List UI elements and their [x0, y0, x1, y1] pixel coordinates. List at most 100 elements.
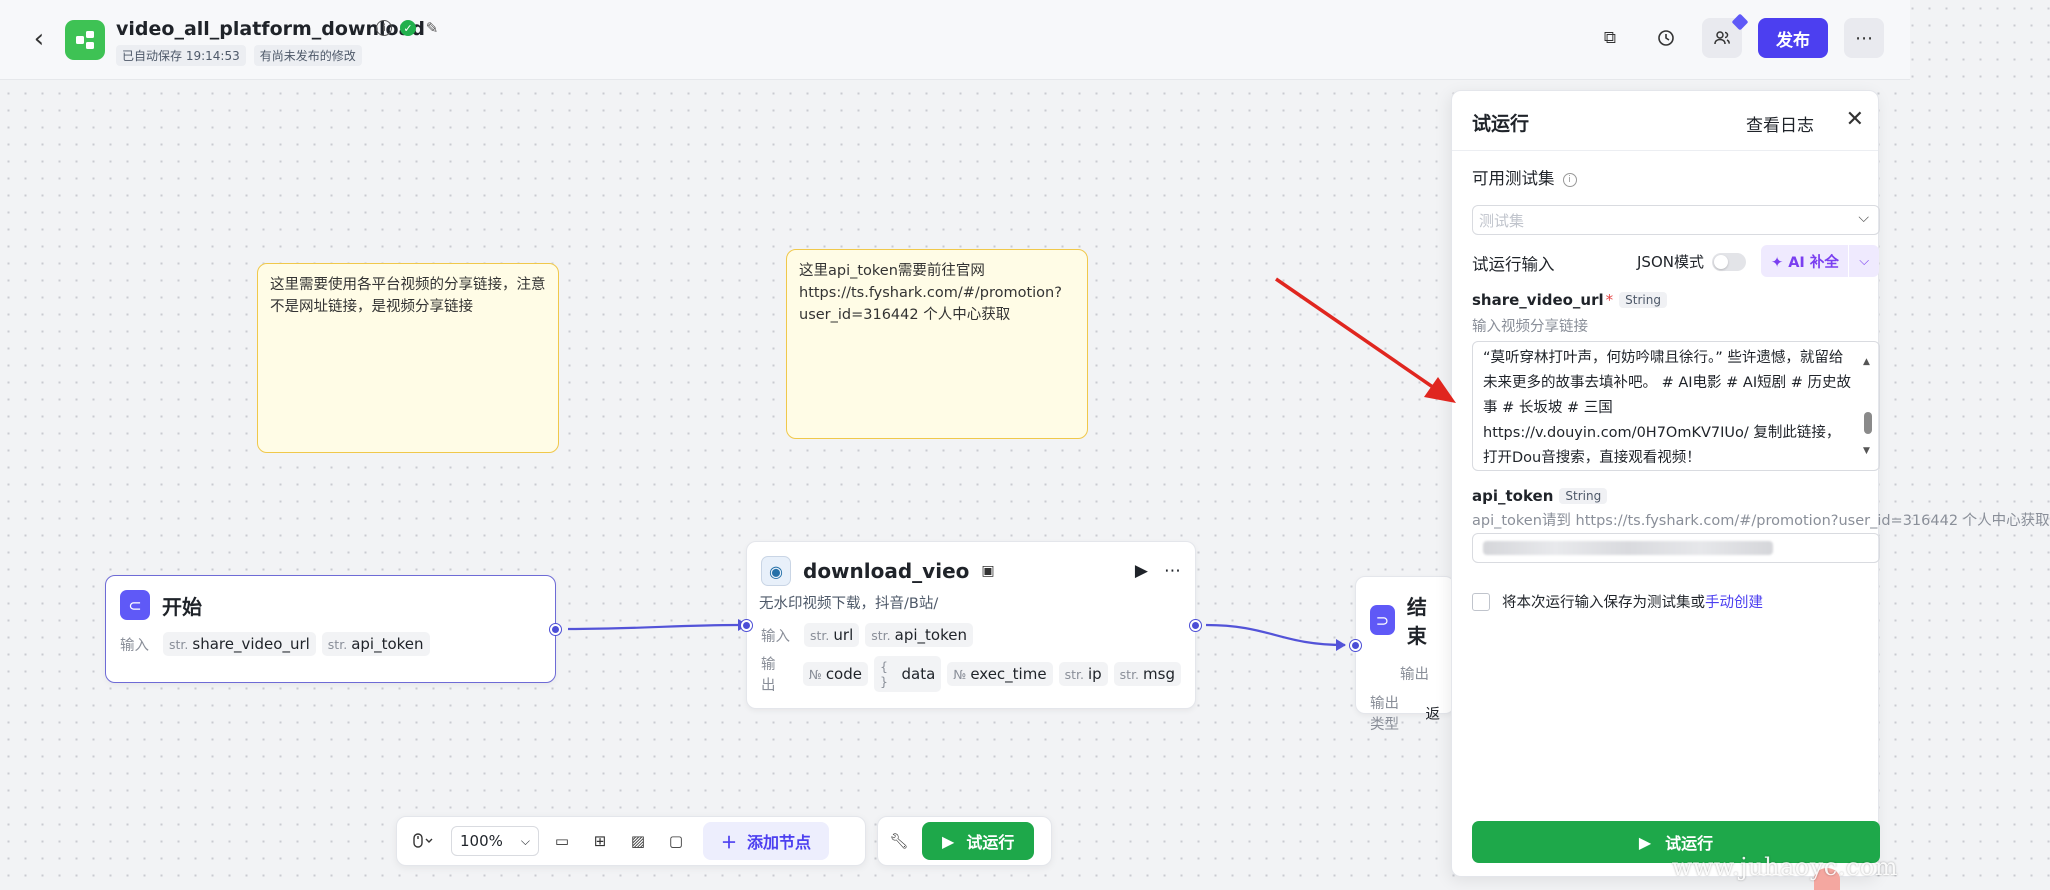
- input-param-tag: str.api_token: [865, 623, 973, 647]
- panel-title: 试运行: [1472, 113, 1530, 135]
- layout-grid-icon[interactable]: ⊞: [593, 832, 607, 850]
- plugin-icon: ◉: [761, 556, 791, 586]
- sparkle-icon: ✦: [1771, 254, 1789, 271]
- unpublished-badge: 有尚未发布的修改: [253, 45, 362, 66]
- testset-select[interactable]: 测试集 ⌵: [1472, 205, 1880, 235]
- testset-label: 可用测试集: [1472, 169, 1555, 188]
- minimap-icon[interactable]: ▨: [630, 832, 646, 850]
- diamond-badge-icon: [1731, 13, 1749, 31]
- robot-icon: ▣: [981, 563, 995, 579]
- input-param-tag: str.api_token: [321, 632, 430, 656]
- redacted-value: [1483, 541, 1773, 555]
- comment-icon[interactable]: ▭: [554, 832, 570, 850]
- edit-icon[interactable]: ✎: [425, 19, 439, 37]
- info-icon[interactable]: i: [376, 20, 392, 36]
- mouse-mode-icon[interactable]: [403, 826, 443, 856]
- info-icon[interactable]: i: [1562, 172, 1577, 187]
- more-icon[interactable]: ⋯: [1164, 561, 1181, 581]
- scroll-up-icon[interactable]: ▲: [1863, 357, 1870, 367]
- field-api-token: api_token String: [1472, 487, 1608, 505]
- edge-download-to-end: [1205, 623, 1346, 647]
- end-node[interactable]: ⊃ 结束 输出 输出类型 返: [1355, 576, 1455, 733]
- json-mode-toggle-row: JSON模式: [1637, 251, 1746, 272]
- run-toolbar: 🔧︎ ▶ 试运行: [877, 816, 1052, 866]
- save-testset-row: 将本次运行输入保存为测试集或手动创建: [1472, 591, 1763, 612]
- chevron-down-icon: ⌵: [520, 833, 530, 848]
- testset-section: 可用测试集 i: [1472, 165, 1577, 189]
- field-share-video-url: share_video_url* String: [1472, 291, 1667, 309]
- play-icon: ▶: [1638, 832, 1652, 852]
- check-circle-icon: ✓: [400, 20, 416, 36]
- field-desc: api_token请到 https://ts.fyshark.com/#/pro…: [1472, 513, 2050, 529]
- panel-run-button[interactable]: ▶ 试运行: [1472, 821, 1880, 863]
- zoom-value: 100%: [460, 832, 503, 850]
- output-type-value: 返: [1425, 706, 1441, 723]
- play-icon[interactable]: ▶: [1134, 561, 1148, 581]
- manual-create-link[interactable]: 手动创建: [1705, 595, 1763, 611]
- output-label: 输出: [1400, 667, 1429, 683]
- download-output-port[interactable]: [1190, 620, 1201, 631]
- history-icon[interactable]: [1646, 18, 1686, 58]
- toolbar-run-button[interactable]: ▶ 试运行: [922, 822, 1035, 860]
- play-icon: ▶: [942, 831, 955, 851]
- top-header: ‹ video_all_platform_download i ✓ ✎ 已自动保…: [0, 0, 1910, 80]
- toolbar-run-label: 试运行: [966, 833, 1015, 852]
- canvas-toolbar: 100% ⌵ ▭ ⊞ ▨ ▢ ＋ 添加节点: [396, 816, 866, 866]
- input-label: 输入: [120, 637, 149, 654]
- start-node-icon: ⊂: [120, 590, 150, 620]
- field-name: share_video_url: [1472, 291, 1604, 309]
- end-node-icon: ⊃: [1370, 605, 1395, 635]
- scroll-down-icon[interactable]: ▼: [1863, 446, 1870, 456]
- ai-fill-label: AI 补全: [1788, 254, 1839, 271]
- json-mode-toggle[interactable]: [1711, 252, 1746, 271]
- collaborators-icon[interactable]: [1702, 13, 1749, 58]
- chevron-down-icon[interactable]: ⌵: [1859, 253, 1870, 269]
- start-output-port[interactable]: [550, 624, 561, 635]
- back-arrow-icon[interactable]: ‹: [33, 24, 45, 54]
- workflow-logo-icon: [65, 20, 105, 60]
- panel-run-label: 试运行: [1665, 834, 1714, 853]
- edge-start-to-download: [567, 623, 739, 631]
- scrollbar[interactable]: ▲ ▼: [1863, 350, 1873, 464]
- output-type-label: 输出类型: [1370, 696, 1399, 733]
- fit-view-icon[interactable]: ▢: [668, 832, 684, 850]
- publish-button[interactable]: 发布: [1758, 18, 1828, 58]
- add-node-label: 添加节点: [747, 833, 812, 852]
- api-token-input[interactable]: [1472, 533, 1880, 563]
- output-param-tag: str.ip: [1058, 662, 1108, 686]
- field-desc: 输入视频分享链接: [1472, 319, 1588, 335]
- download-node-desc: 无水印视频下载，抖音/B站/: [759, 596, 939, 612]
- wrench-icon[interactable]: 🔧︎: [889, 832, 909, 850]
- add-node-button[interactable]: ＋ 添加节点: [703, 822, 830, 860]
- input-param-tag: str.url: [804, 623, 860, 647]
- textarea-value: “莫听穿林打叶声，何妨吟啸且徐行。” 些许遗憾，就留给未来更多的故事去填补吧。 …: [1483, 350, 1851, 466]
- ai-fill-button[interactable]: ✦ AI 补全 ⌵: [1761, 245, 1879, 277]
- scroll-thumb[interactable]: [1864, 412, 1872, 434]
- download-node[interactable]: ◉ download_vieo ▣ ▶ ⋯ 无水印视频下载，抖音/B站/ 输入 …: [746, 541, 1196, 709]
- start-node-title: 开始: [162, 594, 202, 619]
- share-video-url-textarea[interactable]: “莫听穿林打叶声，何妨吟啸且徐行。” 些许遗憾，就留给未来更多的故事去填补吧。 …: [1472, 341, 1880, 471]
- more-options-icon[interactable]: ⋯: [1844, 18, 1884, 58]
- save-testset-text: 将本次运行输入保存为测试集或: [1502, 595, 1705, 611]
- copy-icon[interactable]: ⧉: [1603, 28, 1617, 48]
- zoom-select[interactable]: 100% ⌵: [451, 826, 539, 856]
- close-icon[interactable]: ✕: [1845, 107, 1864, 132]
- edge-arrowhead: [1336, 639, 1346, 651]
- required-marker: *: [1605, 291, 1614, 309]
- save-testset-checkbox[interactable]: [1472, 592, 1490, 611]
- sticky-note-share-url[interactable]: 这里需要使用各平台视频的分享链接，注意不是网址链接，是视频分享链接: [257, 263, 559, 453]
- field-name: api_token: [1472, 487, 1554, 505]
- type-badge: String: [1559, 488, 1608, 504]
- testset-placeholder: 测试集: [1479, 212, 1525, 230]
- sticky-note-api-token[interactable]: 这里api_token需要前往官网 https://ts.fyshark.com…: [786, 249, 1088, 439]
- output-param-tag: { }data: [874, 656, 942, 692]
- start-node[interactable]: ⊂ 开始 输入 str.share_video_url str.api_toke…: [105, 575, 556, 683]
- download-node-title: download_vieo: [803, 559, 970, 583]
- end-input-port[interactable]: [1350, 640, 1361, 651]
- input-label: 输入: [761, 628, 790, 645]
- download-input-port[interactable]: [741, 620, 752, 631]
- type-badge: String: [1619, 292, 1667, 308]
- view-log-link[interactable]: 查看日志: [1746, 116, 1814, 136]
